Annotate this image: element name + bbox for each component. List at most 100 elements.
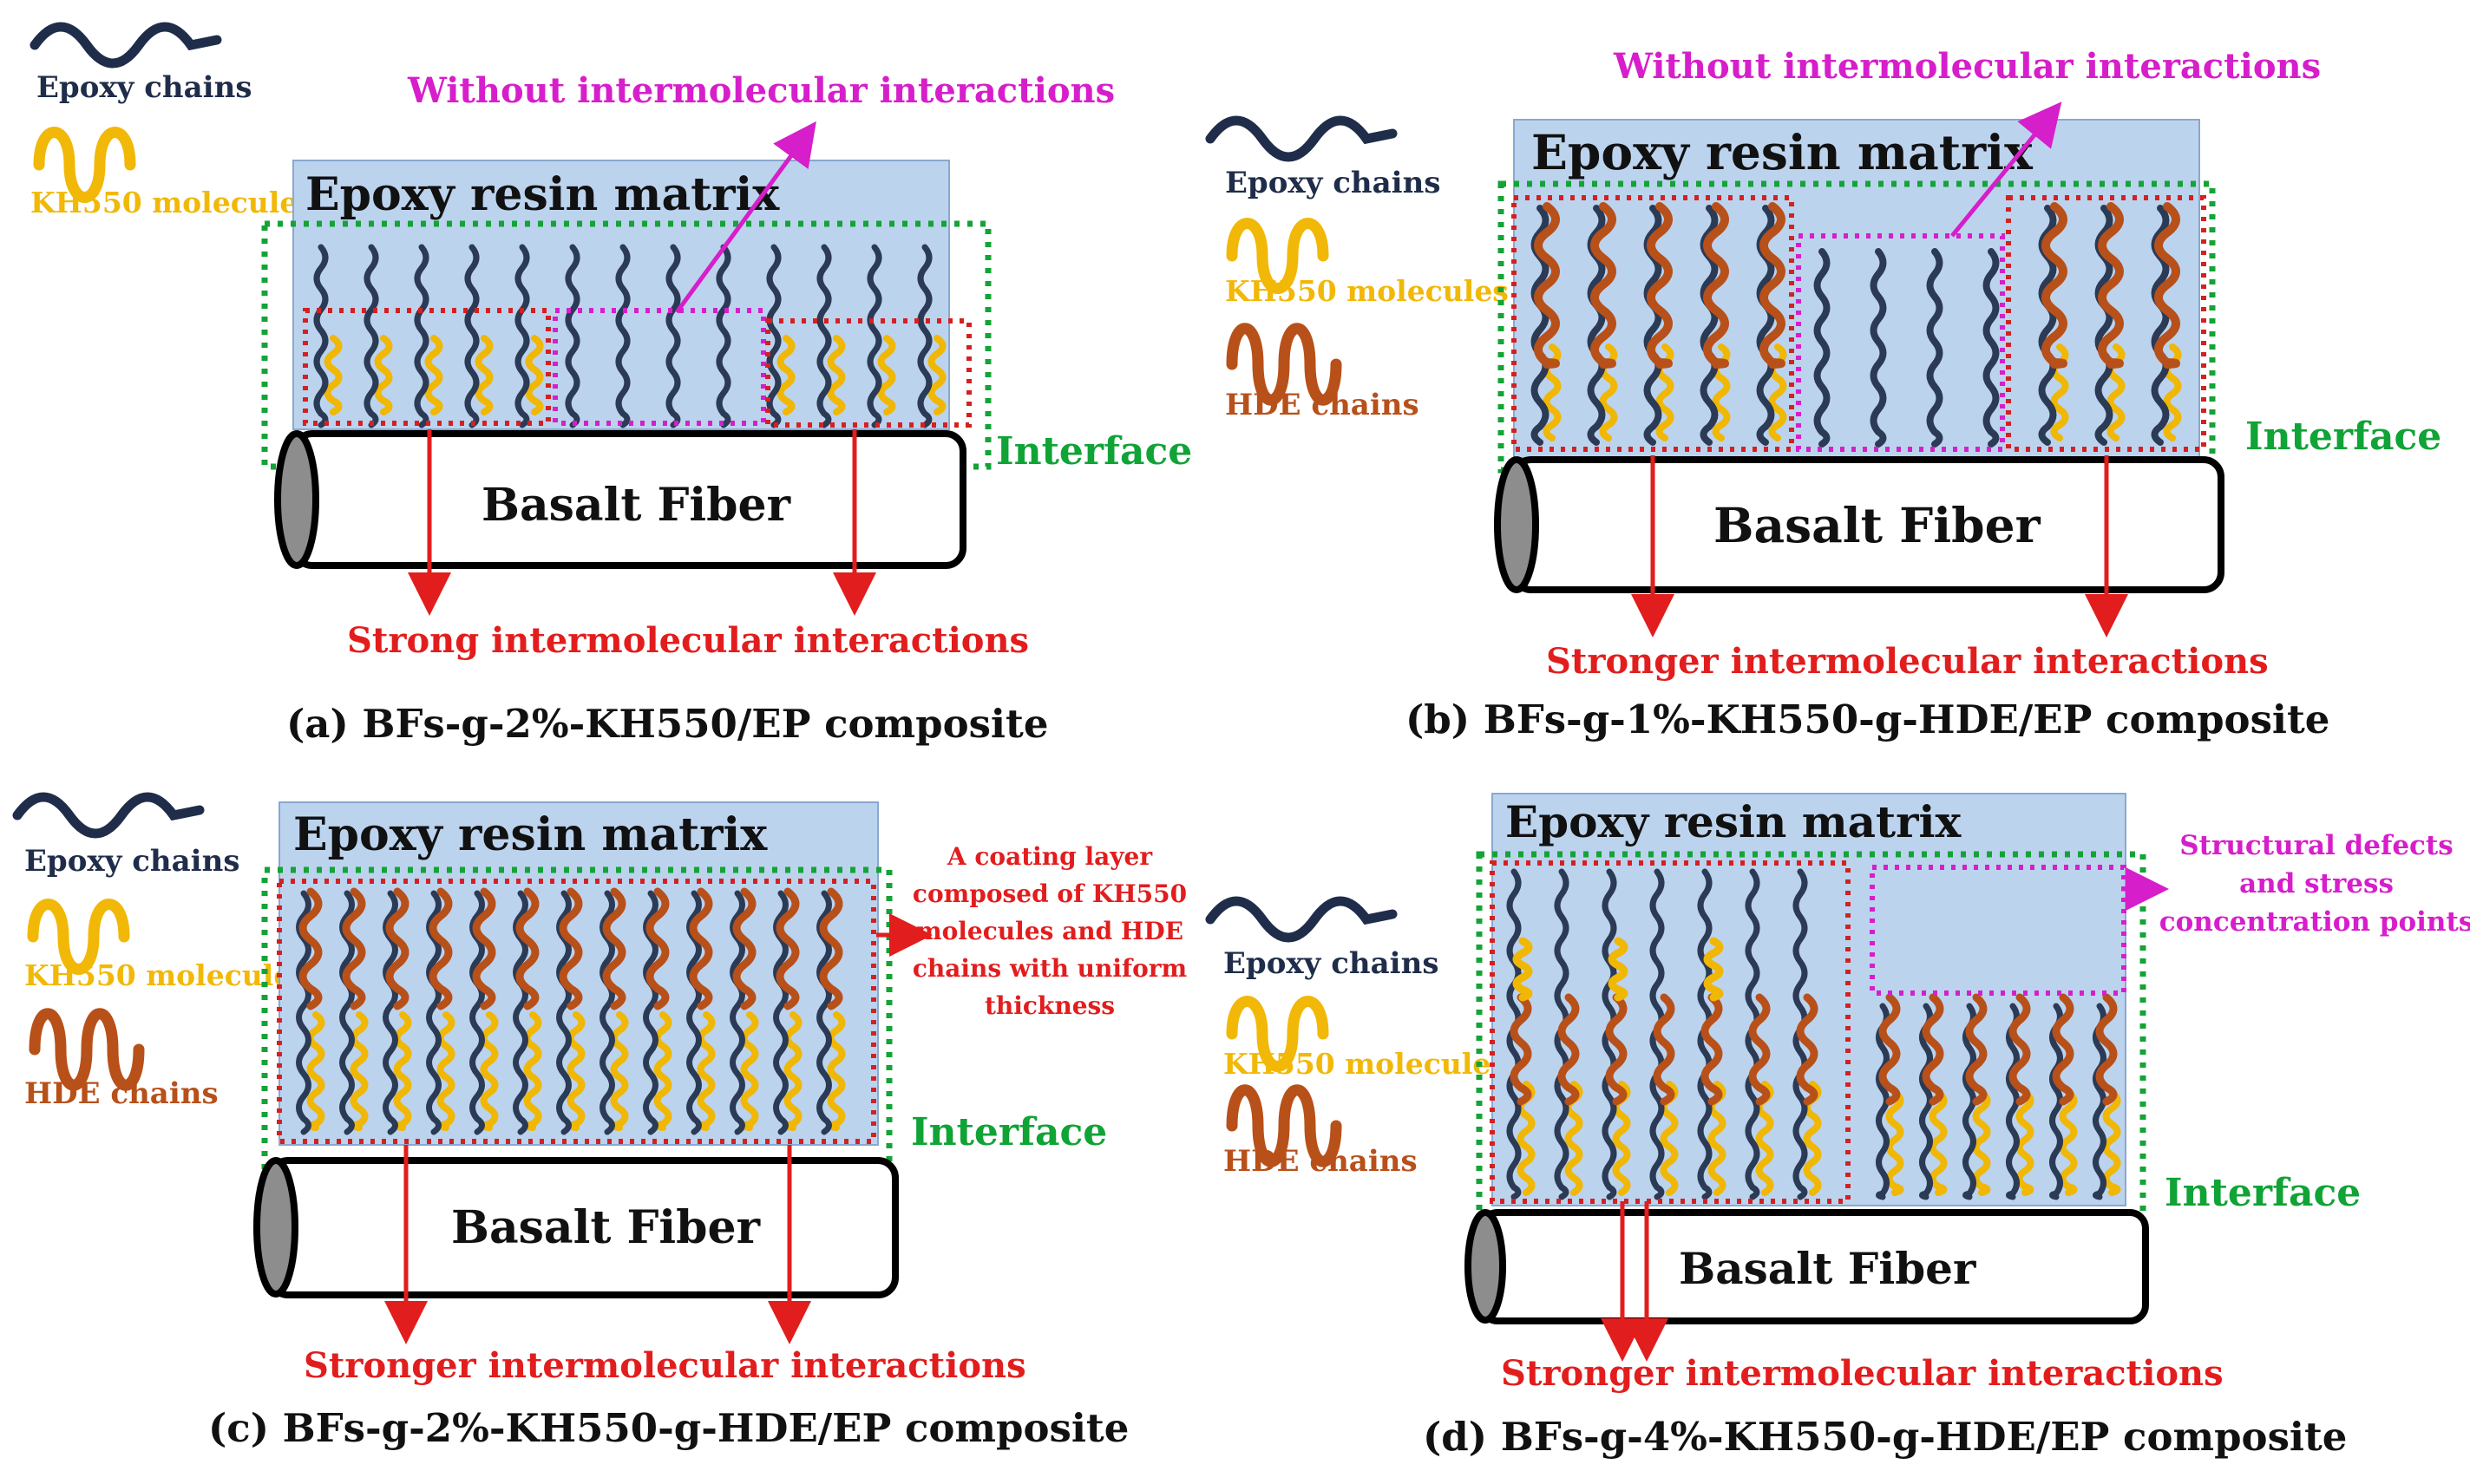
kh550-molecule <box>306 1011 325 1131</box>
legend-b: Epoxy chains KH550 molecules HDE chains <box>1205 115 1509 422</box>
interface-label-c: Interface <box>911 1110 1107 1154</box>
epoxy-chain <box>1962 1003 1976 1200</box>
no-interaction-zone-b <box>1796 233 2005 452</box>
hde-chain <box>1748 993 1771 1106</box>
kh550-molecule <box>480 1011 499 1131</box>
legend-kh550-label: KH550 molecules <box>24 958 308 992</box>
bottom-note-a: Strong intermolecular interactions <box>347 620 1029 661</box>
hde-chain <box>819 887 843 1010</box>
hde-chain <box>472 887 496 1010</box>
epoxy-chain <box>766 244 782 428</box>
epoxy-chain-icon <box>1205 896 1398 943</box>
legend-epoxy-label: Epoxy chains <box>1223 946 1438 981</box>
kh550-molecule <box>783 1011 803 1131</box>
fiber-label-a: Basalt Fiber <box>482 479 791 532</box>
chains-a <box>313 244 947 428</box>
side-note-c-line1: A coating layer <box>947 842 1153 871</box>
epoxy-chain <box>364 244 379 428</box>
epoxy-chain <box>2049 1003 2063 1200</box>
kh550-molecule-icon <box>1226 996 1329 1072</box>
basalt-fiber-a: Basalt Fiber <box>274 430 966 569</box>
hde-chain <box>1647 202 1673 369</box>
epoxy-chain <box>816 244 832 428</box>
kh550-molecule <box>1885 1089 1904 1196</box>
fiber-label-b: Basalt Fiber <box>1713 497 2041 553</box>
hde-chain <box>732 887 757 1010</box>
bottom-note-d: Stronger intermolecular interactions <box>1501 1353 2224 1394</box>
hde-chain <box>298 887 323 1010</box>
caption-c: (c) BFs-g-2%-KH550-g-HDE/EP composite <box>208 1405 1129 1451</box>
epoxy-chain <box>1792 868 1808 1200</box>
kh550-molecule <box>567 1011 586 1131</box>
top-note-a: Without intermolecular interactions <box>407 70 1115 111</box>
panel-c: Epoxy chains KH550 molecules HDE chains … <box>12 792 1187 1451</box>
hde-chain <box>515 887 540 1010</box>
kh550-molecule <box>610 1011 629 1131</box>
epoxy-chain <box>2006 1003 2020 1200</box>
epoxy-chain <box>313 244 329 428</box>
kh550-molecule-icon <box>1226 218 1329 294</box>
no-interaction-zone-a <box>553 308 766 426</box>
magenta-arrow-b <box>1950 101 2062 238</box>
legend-c: Epoxy chains KH550 molecules HDE chains <box>12 792 308 1111</box>
interface-label-a: Interface <box>996 429 1192 474</box>
kh550-molecule <box>827 335 846 415</box>
interaction-zone-a2 <box>765 318 972 428</box>
epoxy-chain <box>414 244 429 428</box>
kh550-molecule <box>776 335 796 415</box>
side-note-d: Structural defects and stress concentrat… <box>2159 830 2470 938</box>
kh550-molecule <box>436 1011 455 1131</box>
basalt-fiber-d: Basalt Fiber <box>1464 1209 2149 1324</box>
panel-a: Epoxy chains KH550 molecules Without int… <box>29 22 1192 747</box>
kh550-molecule <box>740 1011 759 1131</box>
basalt-fiber-b: Basalt Fiber <box>1494 456 2224 593</box>
legend-kh550-label: KH550 molecules <box>1225 274 1509 308</box>
hde-chain <box>2008 993 2031 1106</box>
kh550-molecule <box>2059 1089 2078 1196</box>
coating-layer-c <box>277 879 876 1144</box>
kh550-molecule <box>475 335 494 415</box>
legend-hde-label: HDE chains <box>24 1076 219 1111</box>
epoxy-chain-icon <box>29 22 222 69</box>
side-note-d-line2: and stress <box>2239 868 2394 899</box>
hde-chain <box>2098 202 2124 369</box>
hde-chain <box>1759 202 1785 369</box>
bottom-note-c: Stronger intermolecular interactions <box>304 1345 1026 1386</box>
kh550-molecule-icon <box>33 127 136 203</box>
epoxy-chain <box>665 244 681 428</box>
basalt-fiber-icon <box>1464 1209 1506 1324</box>
kh550-molecule <box>1929 1089 1948 1196</box>
matrix-label-c: Epoxy resin matrix <box>293 808 768 861</box>
kh550-molecule <box>1972 1089 1991 1196</box>
hde-chain <box>559 887 583 1010</box>
interaction-zone-a1 <box>303 308 551 426</box>
hde-chain <box>2041 202 2067 369</box>
hde-chain <box>1922 993 1944 1106</box>
epoxy-chain <box>2093 1003 2106 1200</box>
hde-chain <box>1605 993 1628 1106</box>
hde-chain <box>602 887 626 1010</box>
defect-zone-d <box>1870 865 2126 996</box>
caption-a: (a) BFs-g-2%-KH550/EP composite <box>286 701 1048 747</box>
kh550-molecule <box>2015 1089 2034 1196</box>
legend-epoxy-label: Epoxy chains <box>36 70 252 105</box>
hde-chain <box>1796 993 1818 1106</box>
epoxy-chain <box>1649 868 1665 1200</box>
legend-epoxy-label: Epoxy chains <box>24 844 239 879</box>
hde-chain <box>1700 993 1723 1106</box>
epoxy-chain <box>867 244 882 428</box>
kh550-molecule-icon <box>27 899 130 975</box>
epoxy-chain <box>1745 868 1760 1200</box>
kh550-molecule <box>697 1011 716 1131</box>
kh550-molecule <box>827 1011 846 1131</box>
epoxy-chain <box>1554 868 1569 1200</box>
legend-a: Epoxy chains KH550 molecules <box>29 22 314 219</box>
caption-d: (d) BFs-g-4%-KH550-g-HDE/EP composite <box>1423 1414 2347 1460</box>
interaction-zone-d <box>1490 860 1851 1204</box>
kh550-molecule <box>927 335 947 415</box>
epoxy-chain <box>1919 1003 1933 1200</box>
legend-kh550-label: KH550 molecules <box>1223 1047 1507 1081</box>
epoxy-chain <box>1926 248 1943 448</box>
side-note-c: A coating layer composed of KH550 molecu… <box>913 842 1187 1020</box>
